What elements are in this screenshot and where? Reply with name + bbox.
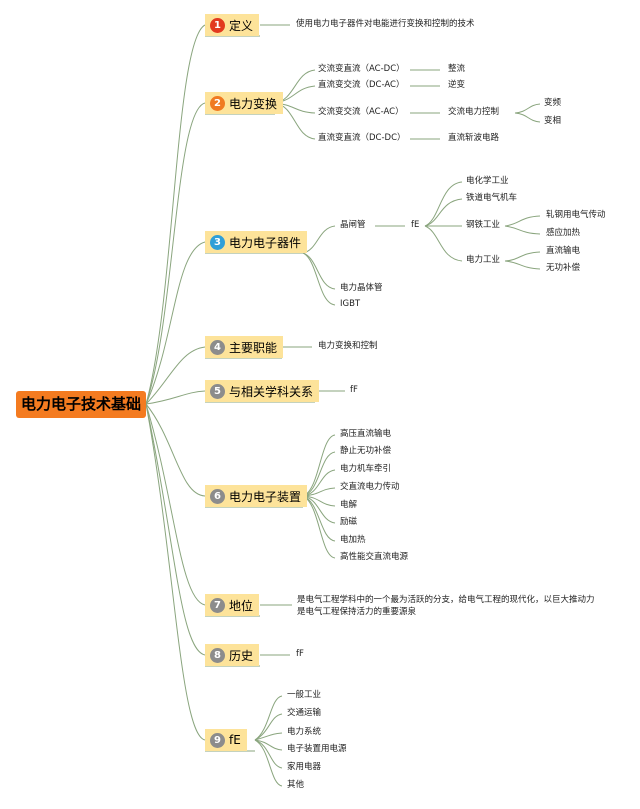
branch-applications[interactable]: 9 fE xyxy=(205,729,247,751)
node-dc-dc[interactable]: 直流变直流（DC-DC） xyxy=(318,133,406,143)
number-badge-9: 9 xyxy=(210,732,225,748)
application-item[interactable]: 其他 xyxy=(287,780,305,790)
branch-label: fE xyxy=(229,733,241,747)
number-badge-7: 7 xyxy=(210,597,225,613)
equipment-item[interactable]: 高性能交直流电源 xyxy=(340,552,409,562)
application-item[interactable]: 一般工业 xyxy=(287,690,322,700)
node-rectifier[interactable]: 整流 xyxy=(448,64,466,74)
history-text[interactable]: fF xyxy=(296,649,304,659)
node-power-transistor[interactable]: 电力晶体管 xyxy=(340,283,383,293)
node-electrochemical[interactable]: 电化学工业 xyxy=(466,176,509,186)
node-dc-transmission[interactable]: 直流输电 xyxy=(546,246,581,256)
branch-label: 与相关学科关系 xyxy=(229,384,314,399)
status-line-1: 是电气工程学科中的一个最为活跃的分支，给电气工程的现代化，以巨大推动力 xyxy=(297,595,595,605)
node-reactive-compensation[interactable]: 无功补偿 xyxy=(546,263,581,273)
branch-history[interactable]: 8 历史 xyxy=(205,644,260,666)
equipment-item[interactable]: 静止无功补偿 xyxy=(340,446,392,456)
node-power-industry[interactable]: 电力工业 xyxy=(466,255,501,265)
root-node[interactable]: 电力电子技术基础 xyxy=(16,391,146,418)
node-rolling-mill-drive[interactable]: 轧钢用电气传动 xyxy=(546,210,606,220)
branch-related-disciplines[interactable]: 5 与相关学科关系 xyxy=(205,380,320,402)
number-badge-8: 8 xyxy=(210,647,225,663)
main-function-text[interactable]: 电力变换和控制 xyxy=(318,341,378,351)
number-badge-4: 4 xyxy=(210,339,225,355)
equipment-item[interactable]: 励磁 xyxy=(340,517,358,527)
node-ac-ac[interactable]: 交流变交流（AC-AC） xyxy=(318,107,404,117)
branch-definition[interactable]: 1 定义 xyxy=(205,14,260,36)
node-phase-change[interactable]: 变相 xyxy=(544,116,562,126)
node-electric-locomotive[interactable]: 铁道电气机车 xyxy=(466,193,518,203)
number-badge-3: 3 xyxy=(210,234,225,250)
node-thyristor[interactable]: 晶闸管 xyxy=(340,220,366,230)
branch-label: 电力变换 xyxy=(229,96,278,111)
node-steel-industry[interactable]: 钢铁工业 xyxy=(466,220,501,230)
branch-label: 电力电子器件 xyxy=(229,235,302,250)
node-inverter[interactable]: 逆变 xyxy=(448,80,466,90)
branch-power-conversion[interactable]: 2 电力变换 xyxy=(205,92,284,114)
equipment-item[interactable]: 高压直流输电 xyxy=(340,429,392,439)
node-fe[interactable]: fE xyxy=(411,220,420,230)
node-ac-power-control[interactable]: 交流电力控制 xyxy=(448,107,500,117)
node-induction-heating[interactable]: 感应加热 xyxy=(546,228,581,238)
number-badge-1: 1 xyxy=(210,17,225,33)
application-item[interactable]: 交通运输 xyxy=(287,708,322,718)
status-line-2: 是电气工程保持活力的重要源泉 xyxy=(297,607,417,617)
branch-label: 历史 xyxy=(229,648,254,663)
node-frequency-change[interactable]: 变频 xyxy=(544,98,562,108)
branch-label: 电力电子装置 xyxy=(229,489,302,504)
branch-label: 地位 xyxy=(229,598,254,613)
node-dc-chopper[interactable]: 直流斩波电路 xyxy=(448,133,500,143)
branch-power-equipment[interactable]: 6 电力电子装置 xyxy=(205,485,308,507)
branch-main-function[interactable]: 4 主要职能 xyxy=(205,336,284,358)
equipment-item[interactable]: 电力机车牵引 xyxy=(340,464,392,474)
application-item[interactable]: 电力系统 xyxy=(287,727,322,737)
node-ac-dc[interactable]: 交流变直流（AC-DC） xyxy=(318,64,405,74)
number-badge-6: 6 xyxy=(210,488,225,504)
related-disciplines-text[interactable]: fF xyxy=(350,385,358,395)
equipment-item[interactable]: 电加热 xyxy=(340,535,366,545)
equipment-item[interactable]: 电解 xyxy=(340,500,358,510)
branch-power-devices[interactable]: 3 电力电子器件 xyxy=(205,231,308,253)
node-dc-ac[interactable]: 直流变交流（DC-AC） xyxy=(318,80,405,90)
application-item[interactable]: 电子装置用电源 xyxy=(287,744,347,754)
status-text[interactable]: 是电气工程学科中的一个最为活跃的分支，给电气工程的现代化，以巨大推动力 是电气工… xyxy=(297,594,597,618)
branch-label: 主要职能 xyxy=(229,340,278,355)
definition-text[interactable]: 使用电力电子器件对电能进行变换和控制的技术 xyxy=(296,19,475,29)
node-igbt[interactable]: IGBT xyxy=(340,299,361,309)
number-badge-2: 2 xyxy=(210,95,225,111)
equipment-item[interactable]: 交直流电力传动 xyxy=(340,482,400,492)
branch-status[interactable]: 7 地位 xyxy=(205,594,260,616)
application-item[interactable]: 家用电器 xyxy=(287,762,322,772)
number-badge-5: 5 xyxy=(210,383,225,399)
branch-label: 定义 xyxy=(229,18,254,33)
